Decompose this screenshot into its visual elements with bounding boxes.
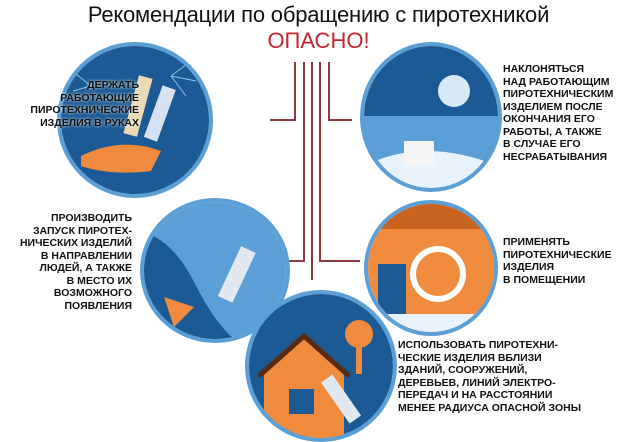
warning-heading: ОПАСНО! [267, 28, 370, 53]
illustration-leaning-over-firework [360, 42, 502, 192]
illustration-indoor-fireworks [364, 200, 498, 336]
caption-5: ИСПОЛЬЗОВАТЬ ПИРОТЕХНИ-ЧЕСКИЕ ИЗДЕЛИЯ ВБ… [398, 339, 581, 414]
illustration-fireworks-near-buildings [245, 290, 397, 442]
illustration-hand-holding-fireworks [57, 42, 213, 198]
page-title: Рекомендации по обращению с пиротехникой [87, 2, 550, 27]
